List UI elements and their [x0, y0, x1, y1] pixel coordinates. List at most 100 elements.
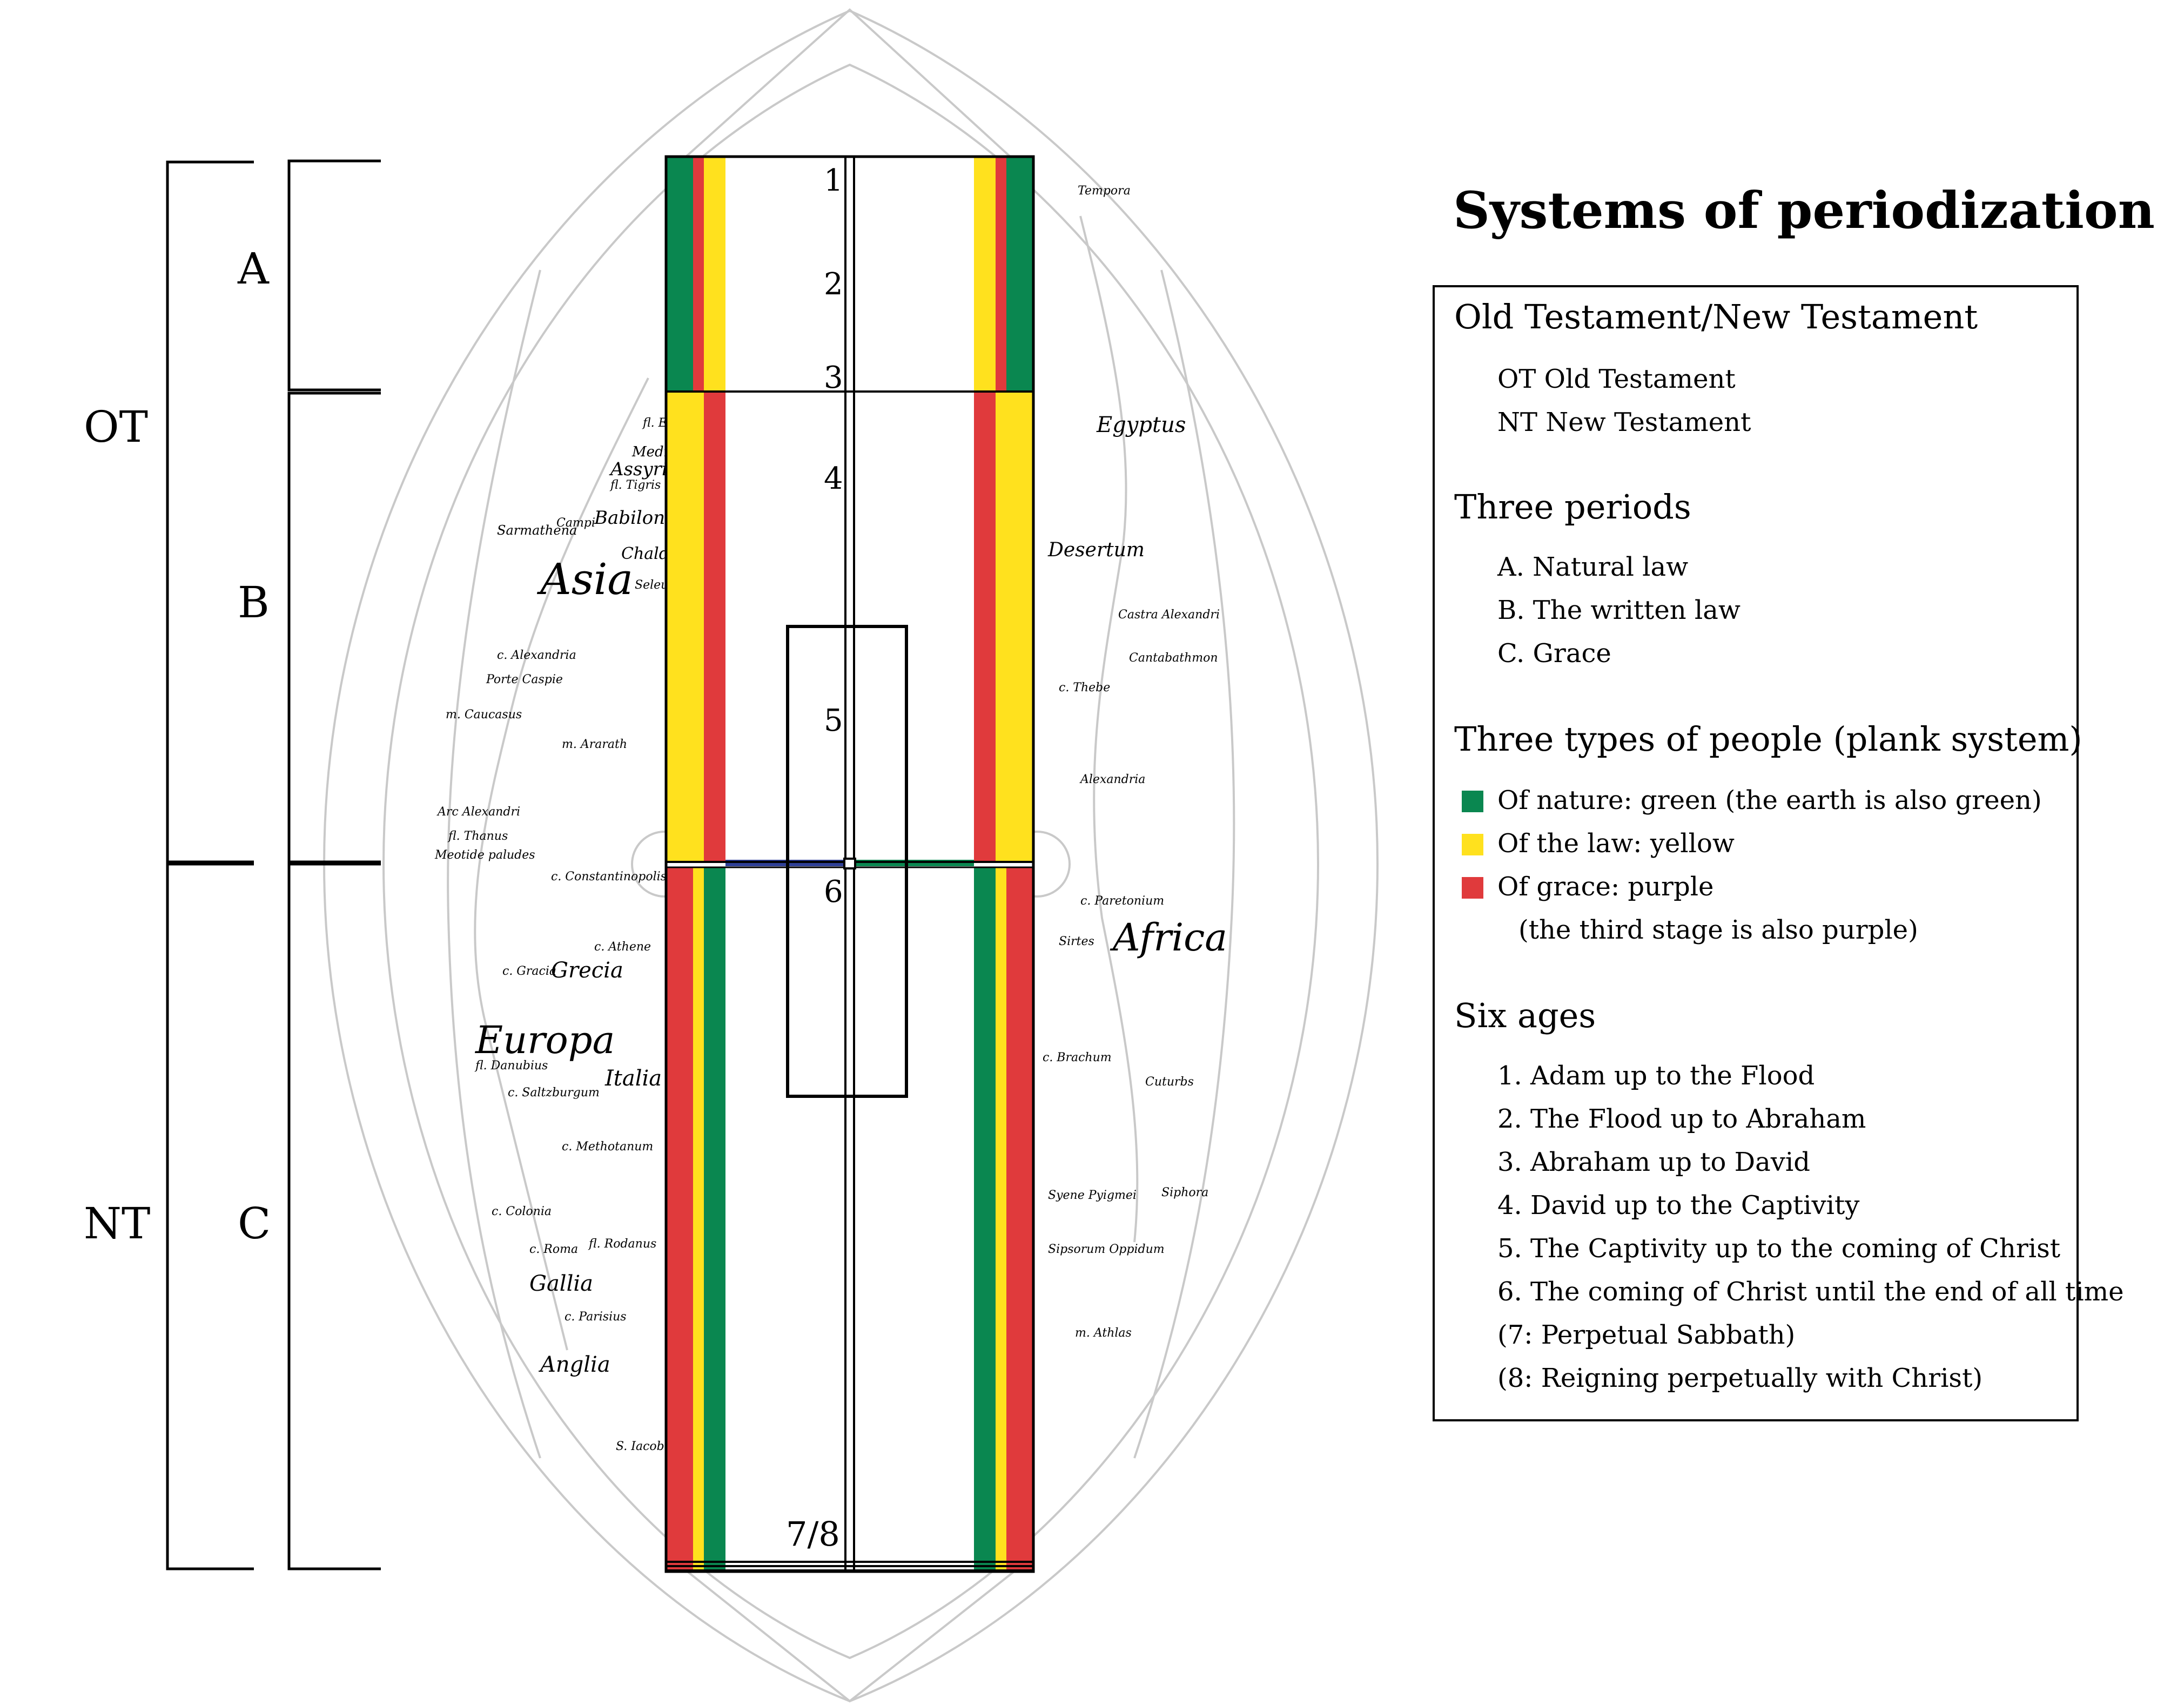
- stripe-right-a-inner: [974, 157, 996, 392]
- bracket-nt: [166, 862, 254, 1570]
- map-label-alexandria-africa: Alexandria: [1079, 773, 1145, 786]
- page-title: Systems of periodization: [1453, 181, 2155, 240]
- map-label-sipsorum: Sipsorum Oppidum: [1048, 1243, 1165, 1256]
- map-label-syene: Syene Pyigmei: [1048, 1189, 1137, 1202]
- age-number-1: 1: [824, 163, 843, 198]
- label-ot: OT: [84, 402, 148, 452]
- bracket-b: [287, 392, 381, 864]
- age-number-4: 4: [824, 461, 843, 496]
- legend-item-age-4: 4. David up to the Captivity: [1497, 1190, 1860, 1221]
- map-label-desertum: Desertum: [1047, 539, 1145, 561]
- map-label-anglia: Anglia: [538, 1352, 610, 1377]
- outer-bracket: [166, 160, 254, 1570]
- stripe-left-a-inner: [704, 157, 725, 392]
- map-label-caucasus: m. Caucasus: [446, 708, 522, 721]
- age-number-2: 2: [824, 267, 843, 302]
- stripe-left-c-mid: [693, 867, 704, 1572]
- legend-note-third-stage: (the third stage is also purple): [1518, 915, 1918, 945]
- map-label-danubius: fl. Danubius: [474, 1059, 548, 1073]
- inner-bracket: [287, 159, 381, 1570]
- label-a: A: [237, 244, 270, 294]
- stripe-left-c-outer: [666, 867, 693, 1572]
- stripe-left-a-mid: [693, 157, 704, 392]
- map-label-europa: Europa: [474, 1018, 615, 1062]
- legend-item-ot: OT Old Testament: [1497, 364, 1736, 394]
- background-map: [322, 8, 1379, 1703]
- right-plank-stripes: [974, 157, 1033, 1572]
- map-label-gallia: Gallia: [529, 1271, 593, 1296]
- bracket-c: [287, 862, 381, 1570]
- stripe-right-c-outer: [1006, 867, 1033, 1572]
- legend-heading-three-periods: Three periods: [1454, 487, 1691, 527]
- stripe-left-a-outer: [666, 157, 693, 392]
- swatch-red: [1462, 877, 1483, 899]
- map-label-saltzburgum: c. Saltzburgum: [508, 1086, 600, 1100]
- map-label-italia: Italia: [604, 1066, 662, 1091]
- legend-item-grace: Of grace: purple: [1497, 872, 1714, 902]
- swatch-yellow: [1462, 834, 1483, 855]
- map-label-castra-alexandri: Castra Alexandri: [1118, 608, 1220, 622]
- map-label-s-iacobi: S. Iacobi: [616, 1440, 668, 1453]
- map-label-parisius: c. Parisius: [565, 1310, 627, 1324]
- stripe-left-b-inner: [704, 392, 725, 861]
- map-outline-inner: [382, 63, 1320, 1660]
- legend-item-nt: NT New Testament: [1497, 407, 1751, 437]
- map-label-egyptus: Egyptus: [1096, 413, 1186, 437]
- map-coast-right: [1133, 269, 1235, 1459]
- map-label-cantabathmon: Cantabathmon: [1129, 651, 1218, 665]
- map-top-diamond: [683, 8, 1013, 158]
- label-b: B: [238, 577, 270, 628]
- legend-box: Old Testament/New Testament OT Old Testa…: [1433, 285, 2124, 1421]
- map-label-methotanum: c. Methotanum: [562, 1140, 653, 1154]
- map-label-athene: c. Athene: [594, 940, 651, 954]
- swatch-green: [1462, 791, 1483, 812]
- stripe-right-c-inner: [974, 867, 996, 1572]
- map-label-asia: Asia: [536, 554, 633, 604]
- label-nt: NT: [84, 1198, 150, 1249]
- map-label-paretonium: c. Paretonium: [1080, 894, 1164, 908]
- stripe-left-c-inner: [704, 867, 725, 1572]
- legend-heading-ot-nt: Old Testament/New Testament: [1454, 297, 1978, 336]
- label-c: C: [238, 1198, 271, 1249]
- age-number-3: 3: [824, 360, 843, 395]
- stripe-right-c-mid: [996, 867, 1006, 1572]
- legend-item-nature: Of nature: green (the earth is also gree…: [1497, 785, 2042, 815]
- legend-heading-three-types: Three types of people (plank system): [1454, 719, 2082, 759]
- stripe-left-b-outer: [666, 392, 693, 861]
- stripe-right-a-outer: [1006, 157, 1033, 392]
- map-river-right: [1079, 215, 1139, 1243]
- plank-lines: [664, 155, 1035, 1573]
- legend-item-age-6: 6. The coming of Christ until the end of…: [1497, 1277, 2124, 1307]
- map-coast-left: [447, 269, 541, 1459]
- left-plank-stripes: [666, 157, 725, 1572]
- age-number-5: 5: [824, 703, 843, 738]
- map-label-porte-caspie: Porte Caspie: [486, 673, 563, 686]
- stripe-right-b-inner: [974, 392, 996, 861]
- map-label-rodanus: fl. Rodanus: [588, 1237, 656, 1251]
- map-label-grecia: Grecia: [551, 958, 623, 983]
- map-label-brachum: c. Brachum: [1043, 1051, 1112, 1064]
- map-label-sirtes: Sirtes: [1059, 935, 1094, 948]
- map-label-roma: c. Roma: [529, 1243, 578, 1256]
- stripe-right-a-mid: [996, 157, 1006, 392]
- bracket-ot: [166, 160, 254, 864]
- map-label-constantinopolis: c. Constantinopolis: [551, 870, 667, 884]
- legend-item-age-5: 5. The Captivity up to the coming of Chr…: [1497, 1233, 2061, 1264]
- map-label-thebe: c. Thebe: [1059, 681, 1110, 694]
- legend-item-age-2: 2. The Flood up to Abraham: [1497, 1104, 1866, 1134]
- center-node: [843, 858, 856, 869]
- map-label-africa: Africa: [1110, 915, 1227, 960]
- bracket-a: [287, 159, 381, 392]
- age-number-7-8: 7/8: [786, 1514, 840, 1554]
- map-label-tempora: Tempora: [1078, 184, 1131, 198]
- map-label-thanus: fl. Thanus: [447, 830, 508, 843]
- map-bottom-diamond: [677, 1565, 1024, 1703]
- legend-item-law: Of the law: yellow: [1497, 828, 1735, 859]
- map-label-tigris: fl. Tigris: [609, 478, 661, 492]
- stripe-right-b-mid: [996, 392, 1006, 861]
- age-numbers: 1 2 3 4 5 6 7/8: [786, 163, 843, 1554]
- captivity-box: [786, 625, 908, 1098]
- legend-item-period-a: A. Natural law: [1497, 552, 1689, 582]
- legend-item-age-7: (7: Perpetual Sabbath): [1497, 1320, 1796, 1350]
- map-label-alexandria-asia: c. Alexandria: [497, 649, 576, 662]
